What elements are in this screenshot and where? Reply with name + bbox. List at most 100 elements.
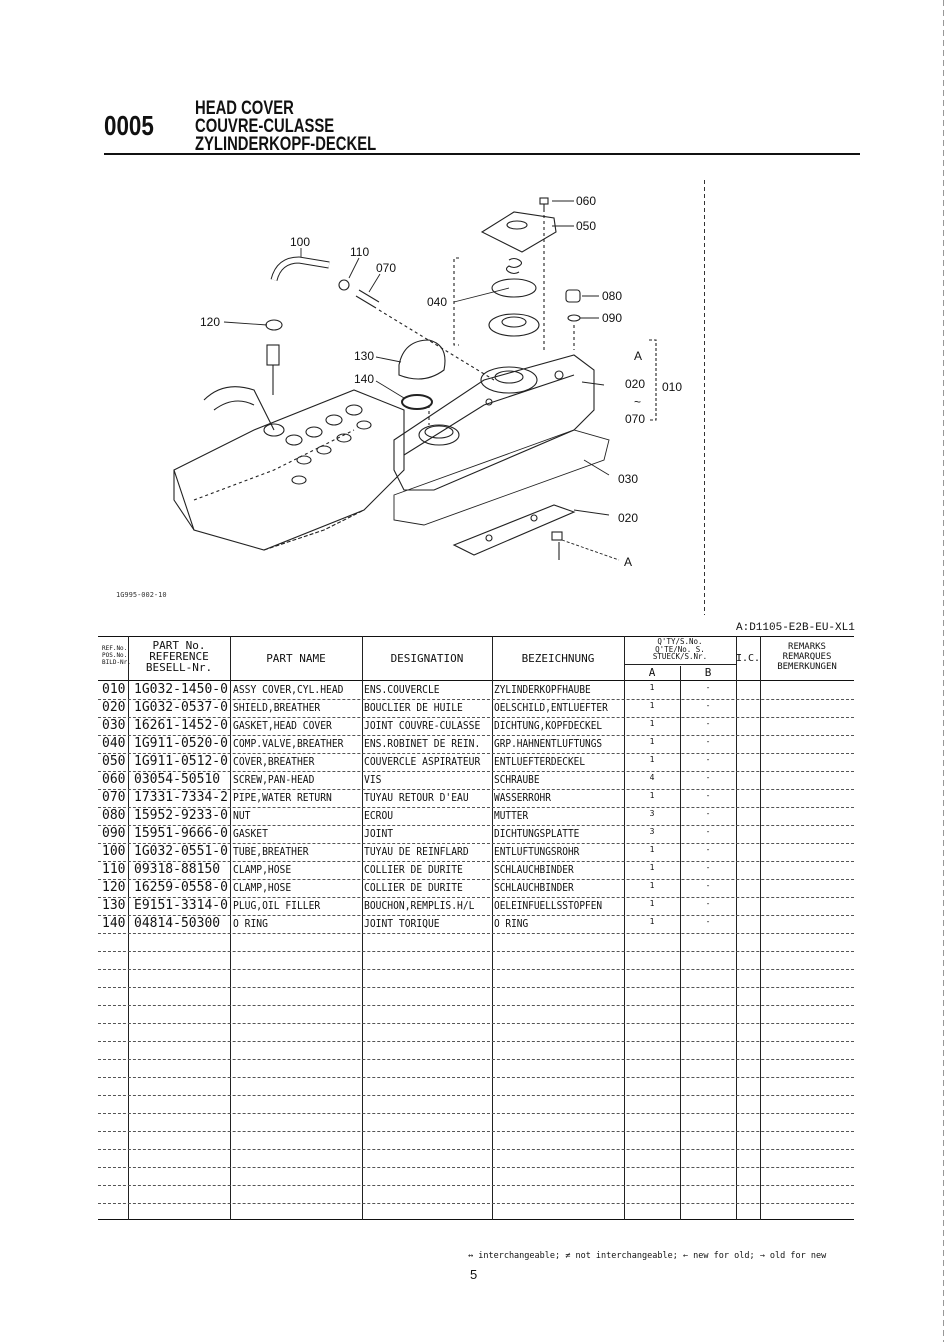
bezeichnung-cell: O RING — [494, 918, 529, 930]
header-quantity: Q'TY/S.No. Q'TE/No. S. STUECK/S.Nr. — [652, 637, 708, 661]
part-no-cell: 1G911-0512-0 — [134, 755, 228, 769]
designation-cell: VIS — [364, 774, 382, 786]
ref-no-cell: 070 — [102, 791, 126, 805]
part-no-cell: 03054-50510 — [134, 773, 221, 787]
row-divider — [98, 789, 854, 790]
callout-070-bracket: 070 — [625, 412, 645, 426]
callout-090: 090 — [602, 311, 622, 325]
part-no-cell: 15952-9233-0 — [134, 809, 228, 823]
row-divider — [98, 897, 854, 898]
ref-no-cell: 080 — [102, 809, 126, 823]
qty-b-cell: - — [705, 773, 711, 782]
qty-a-cell: 1 — [649, 881, 655, 890]
row-divider — [98, 1041, 854, 1042]
qty-b-cell: - — [705, 863, 711, 872]
ref-no-cell: 120 — [102, 881, 126, 895]
row-divider — [98, 699, 854, 700]
callout-040: 040 — [427, 295, 447, 309]
row-divider — [98, 951, 854, 952]
header-designation: DESIGNATION — [390, 652, 464, 665]
part-no-cell: 16259-0558-0 — [134, 881, 228, 895]
bezeichnung-cell: ENTLUEFTERDECKEL — [494, 756, 586, 768]
qty-b-cell: - — [705, 845, 711, 854]
callout-010: 010 — [662, 380, 682, 394]
callout-tilde: ~ — [634, 395, 641, 409]
row-divider — [98, 1203, 854, 1204]
ref-no-cell: 040 — [102, 737, 126, 751]
ref-no-cell: 140 — [102, 917, 126, 931]
page-number: 5 — [470, 1267, 478, 1282]
qty-b-cell: - — [705, 701, 711, 710]
header-qty-a: A — [648, 666, 656, 679]
qty-a-cell: 1 — [649, 719, 655, 728]
part-no-cell: 1G032-1450-0 — [134, 683, 228, 697]
callout-070: 070 — [376, 261, 396, 275]
callout-060: 060 — [576, 194, 596, 208]
callout-140: 140 — [354, 372, 374, 386]
qty-a-cell: 1 — [649, 701, 655, 710]
designation-cell: BOUCHON,REMPLIS.H/L — [364, 900, 475, 912]
part-name-cell: COMP.VALVE,BREATHER — [233, 738, 344, 750]
callout-100: 100 — [290, 235, 310, 249]
row-divider — [98, 807, 854, 808]
row-divider — [98, 1005, 854, 1006]
row-divider — [98, 987, 854, 988]
interchangeability-legend: ↔ interchangeable; ≠ not interchangeable… — [468, 1251, 827, 1261]
callout-a-bottom: A — [624, 555, 632, 569]
row-divider — [98, 717, 854, 718]
part-no-cell: 1G032-0551-0 — [134, 845, 228, 859]
header-bezeichnung: BEZEICHNUNG — [521, 652, 595, 665]
row-divider — [98, 825, 854, 826]
designation-cell: ENS.COUVERCLE — [364, 684, 440, 696]
qty-a-cell: 1 — [649, 737, 655, 746]
callout-130: 130 — [354, 349, 374, 363]
header-qty-b: B — [704, 666, 712, 679]
row-divider — [98, 771, 854, 772]
callout-110: 110 — [350, 245, 369, 259]
part-name-cell: CLAMP,HOSE — [233, 882, 292, 894]
qty-a-cell: 1 — [649, 791, 655, 800]
part-no-cell: 15951-9666-0 — [134, 827, 228, 841]
row-divider — [98, 969, 854, 970]
row-divider — [98, 1095, 854, 1096]
qty-a-cell: 1 — [649, 683, 655, 692]
ref-no-cell: 130 — [102, 899, 126, 913]
bezeichnung-cell: DICHTUNG,KOPFDECKEL — [494, 720, 603, 732]
row-divider — [98, 879, 854, 880]
model-code: A:D1105-E2B-EU-XL1 — [736, 622, 855, 634]
designation-cell: BOUCLIER DE HUILE — [364, 702, 463, 714]
qty-a-cell: 1 — [649, 899, 655, 908]
header-ref-no: REF.No. POS.No. BILD-Nr. — [102, 645, 131, 666]
qty-b-cell: - — [705, 737, 711, 746]
part-name-cell: O RING — [233, 918, 268, 930]
section-number: 0005 — [104, 110, 154, 141]
row-divider — [98, 735, 854, 736]
page-edge-shadow — [943, 0, 944, 1342]
bezeichnung-cell: OELEINFUELLSSTOPFEN — [494, 900, 603, 912]
row-divider — [98, 1113, 854, 1114]
row-divider — [98, 753, 854, 754]
row-divider — [98, 1131, 854, 1132]
ref-no-cell: 090 — [102, 827, 126, 841]
designation-cell: COUVERCLE ASPIRATEUR — [364, 756, 481, 768]
callout-120: 120 — [200, 315, 220, 329]
bezeichnung-cell: DICHTUNGSPLATTE — [494, 828, 580, 840]
part-no-cell: E9151-3314-0 — [134, 899, 228, 913]
part-no-cell: 17331-7334-2 — [134, 791, 228, 805]
bezeichnung-cell: GRP.HAHNENTLUFTUNGS — [494, 738, 603, 750]
ref-no-cell: 060 — [102, 773, 126, 787]
part-no-cell: 09318-88150 — [134, 863, 221, 877]
qty-a-cell: 3 — [649, 809, 655, 818]
header-ic: I.C. — [736, 653, 761, 664]
designation-cell: TUYAU RETOUR D'EAU — [364, 792, 469, 804]
diagram-code: 1G995-002-10 — [116, 591, 167, 599]
qty-b-cell: - — [705, 719, 711, 728]
part-no-cell: 04814-50300 — [134, 917, 221, 931]
ref-no-cell: 050 — [102, 755, 126, 769]
